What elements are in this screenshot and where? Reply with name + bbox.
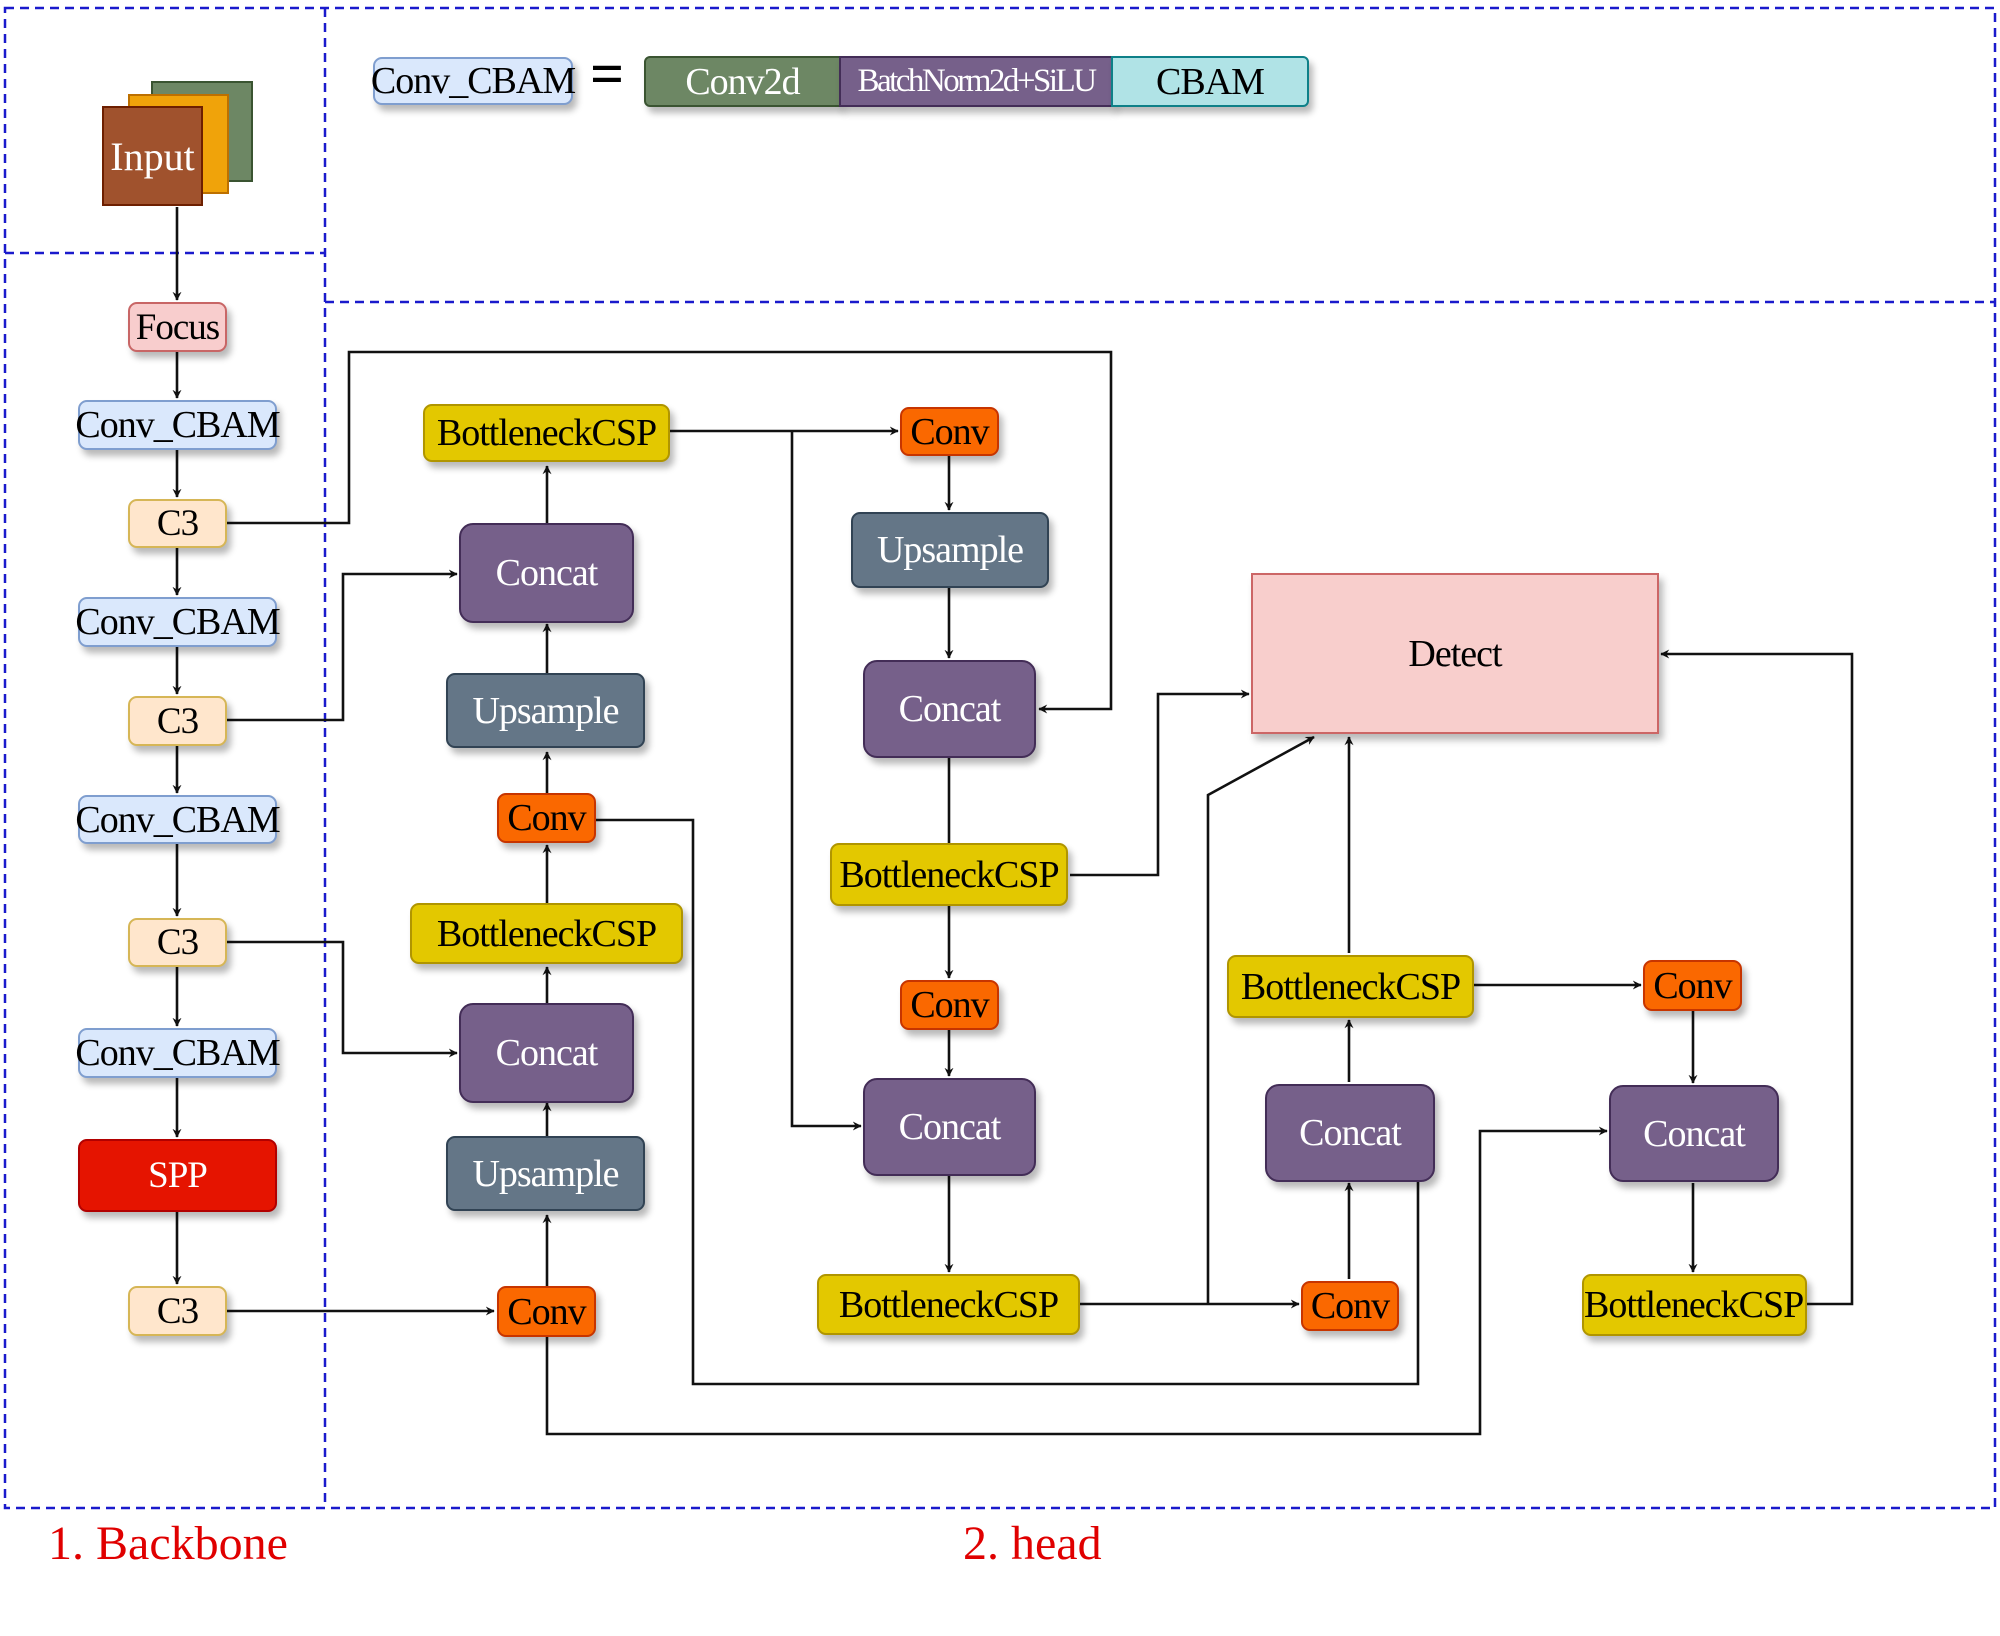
wire-branch-to-col2-concat-bottom: [790, 431, 862, 1131]
backbone-c3-3: C3: [128, 918, 227, 967]
legend-cbam: CBAM: [1111, 56, 1309, 107]
head-col2-upsample: Upsample: [851, 512, 1049, 588]
head-col4-concat: Concat: [1609, 1085, 1779, 1182]
legend-equals-sign: =: [590, 41, 625, 107]
wire-c3a-to-col2-concat: [227, 350, 1113, 714]
head-col1-conv-mid: Conv: [497, 793, 596, 843]
head-col3-bottleneckcsp: BottleneckCSP: [1227, 955, 1474, 1018]
wire-c3c-to-col1-concat-bottom: [227, 940, 458, 1058]
wire-col1-conv-to-col3-concat: [596, 818, 1420, 1386]
backbone-conv-cbam-4: Conv_CBAM: [75, 1028, 281, 1078]
head-col1-concat-bottom: Concat: [459, 1003, 634, 1103]
wire-col2-bottleneck-bottom-to-detect: [1206, 735, 1315, 1304]
head-col4-bottleneckcsp: BottleneckCSP: [1582, 1274, 1807, 1336]
head-detect: Detect: [1251, 573, 1659, 734]
head-col2-bottleneckcsp-mid: BottleneckCSP: [830, 843, 1068, 906]
backbone-spp: SPP: [78, 1139, 277, 1212]
head-col2-conv-top: Conv: [900, 407, 999, 456]
legend-conv2d: Conv2d: [644, 56, 841, 107]
backbone-focus: Focus: [128, 302, 227, 352]
backbone-c3-2: C3: [128, 696, 227, 746]
head-col1-upsample-top: Upsample: [446, 673, 645, 748]
head-col2-conv-mid: Conv: [900, 980, 999, 1030]
backbone-conv-cbam-1: Conv_CBAM: [75, 400, 281, 450]
section-frames: [3, 6, 1997, 1510]
wire-c3b-to-col1-concat-top: [227, 569, 458, 722]
wire-col4-bottleneck-to-detect: [1660, 649, 1854, 1306]
head-col1-conv-bottom: Conv: [497, 1286, 596, 1337]
legend-batchnorm-silu: BatchNorm2d+SiLU: [839, 56, 1113, 107]
wire-col1-conv-bottom-to-col4-concat: [545, 1126, 1608, 1436]
wires: [172, 207, 1854, 1436]
section-label-backbone: 1. Backbone: [48, 1517, 288, 1570]
backbone-conv-cbam-2: Conv_CBAM: [75, 597, 281, 647]
head-col1-concat-top: Concat: [459, 523, 634, 623]
outer-frame: [3, 6, 1997, 1510]
backbone-conv-cbam-3: Conv_CBAM: [75, 795, 281, 844]
wire-col2-bottleneck-to-detect: [1070, 689, 1250, 877]
input-node: Input: [102, 106, 203, 206]
head-col3-concat: Concat: [1265, 1084, 1435, 1182]
head-col1-bottleneckcsp-top: BottleneckCSP: [423, 404, 670, 462]
head-col1-upsample-bottom: Upsample: [446, 1136, 645, 1211]
head-col3-conv: Conv: [1301, 1281, 1399, 1331]
head-col2-concat-top: Concat: [863, 660, 1036, 758]
head-col2-bottleneckcsp-bottom: BottleneckCSP: [817, 1274, 1080, 1335]
legend-conv-cbam: Conv_CBAM: [371, 57, 576, 105]
backbone-c3-4: C3: [128, 1286, 227, 1336]
section-label-head: 2. head: [963, 1517, 1102, 1570]
head-col1-bottleneckcsp-mid: BottleneckCSP: [410, 903, 683, 964]
head-col4-conv: Conv: [1643, 960, 1742, 1011]
head-col2-concat-bottom: Concat: [863, 1078, 1036, 1176]
backbone-c3-1: C3: [128, 499, 227, 548]
